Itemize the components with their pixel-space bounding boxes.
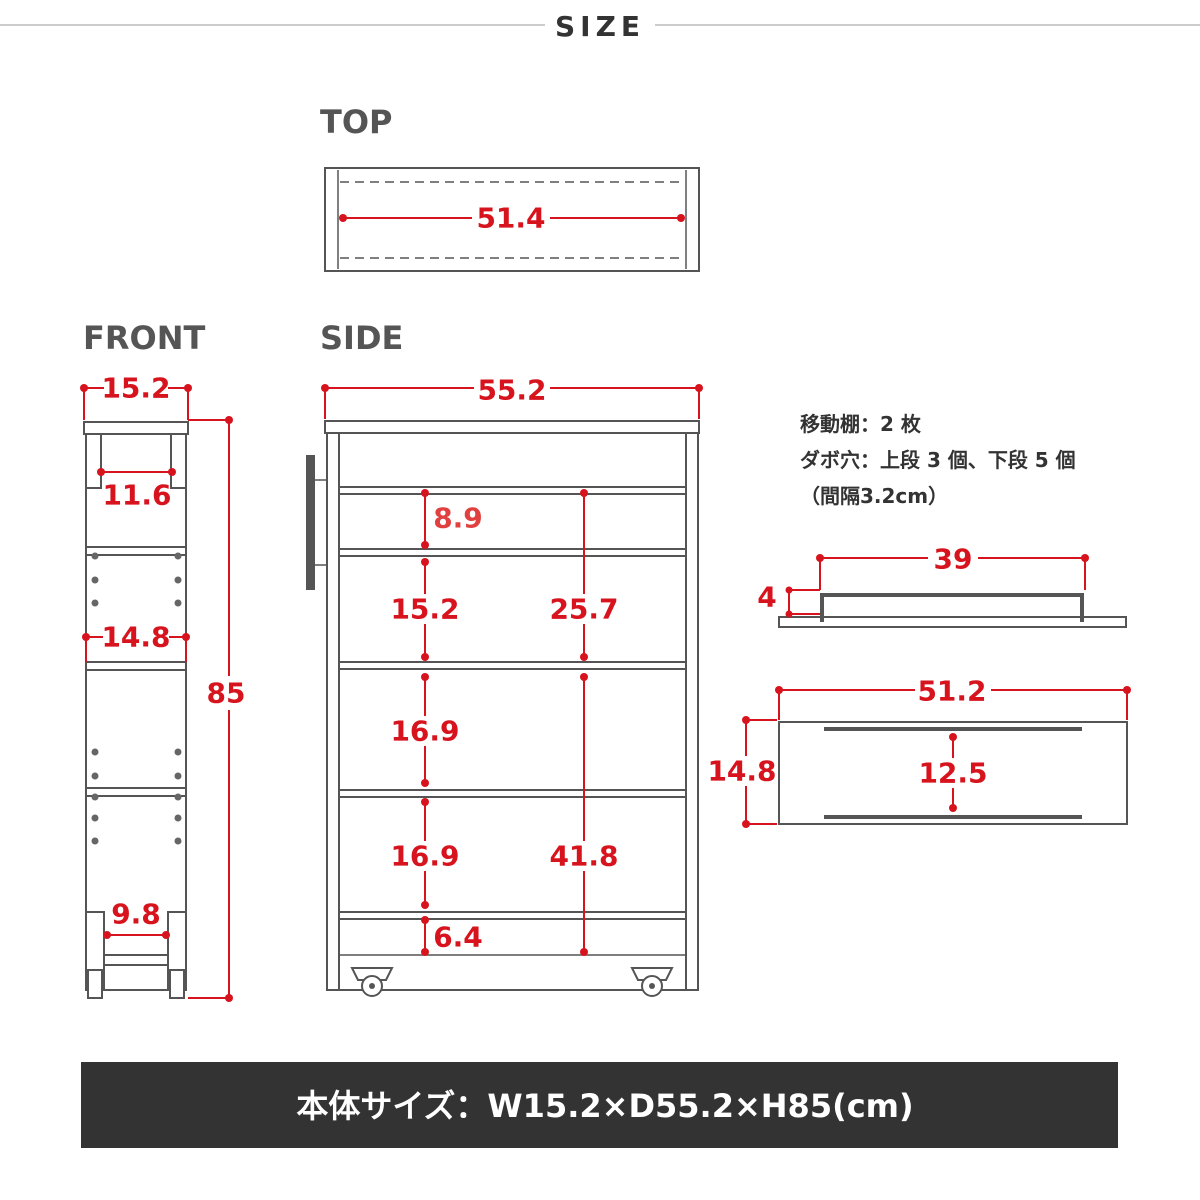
shelf-width-dim: 39 (934, 543, 973, 576)
handle (306, 455, 315, 590)
drawer-width-dim: 51.2 (917, 675, 986, 708)
body-size-text: 本体サイズ：W15.2×D55.2×H85(cm) (296, 1087, 913, 1125)
top-depth-dim: 51.4 (476, 202, 545, 235)
top-view-label: TOP (320, 103, 392, 141)
drawer-diagram: 51.2 14.8 12.5 (707, 675, 1131, 828)
note-dowel-holes: ダボ穴：上段 3 個、下段 5 個 (800, 448, 1076, 472)
top-view: 51.4 (324, 167, 700, 272)
note-movable-shelves: 移動棚：2 枚 (800, 412, 922, 436)
drawer-inner-dim: 12.5 (918, 757, 987, 790)
caster-right (630, 967, 674, 997)
gap4-dim: 16.9 (390, 840, 459, 873)
front-view: 15.2 11.6 14.8 9.8 85 (80, 372, 251, 1002)
height-dim: 85 (207, 677, 246, 710)
upper-span-dim: 25.7 (549, 593, 618, 626)
note-spacing: （間隔3.2cm） (800, 484, 948, 508)
side-view-label: SIDE (320, 319, 403, 357)
gap2-dim: 15.2 (390, 593, 459, 626)
front-view-label: FRONT (83, 319, 205, 357)
section-title: SIZE (555, 10, 645, 43)
front-inner-mid-dim: 14.8 (101, 621, 170, 654)
lower-span-dim: 41.8 (549, 840, 618, 873)
gap1-dim: 8.9 (433, 502, 483, 535)
shelf-lip-dim: 4 (757, 581, 776, 614)
front-bottom-dim: 9.8 (111, 898, 161, 931)
caster-left (350, 967, 394, 997)
drawer-height-dim: 14.8 (707, 755, 776, 788)
front-inner-top-dim: 11.6 (102, 479, 171, 512)
footer-bar (81, 1062, 1118, 1148)
side-view: 55.2 8.9 15.2 16.9 16.9 6.4 25.7 41.8 (306, 373, 703, 997)
side-depth-dim: 55.2 (477, 374, 546, 407)
gap3-dim: 16.9 (390, 715, 459, 748)
front-width-dim: 15.2 (101, 372, 170, 405)
gap5-dim: 6.4 (433, 921, 483, 954)
movable-shelf-diagram: 39 4 (757, 543, 1127, 628)
